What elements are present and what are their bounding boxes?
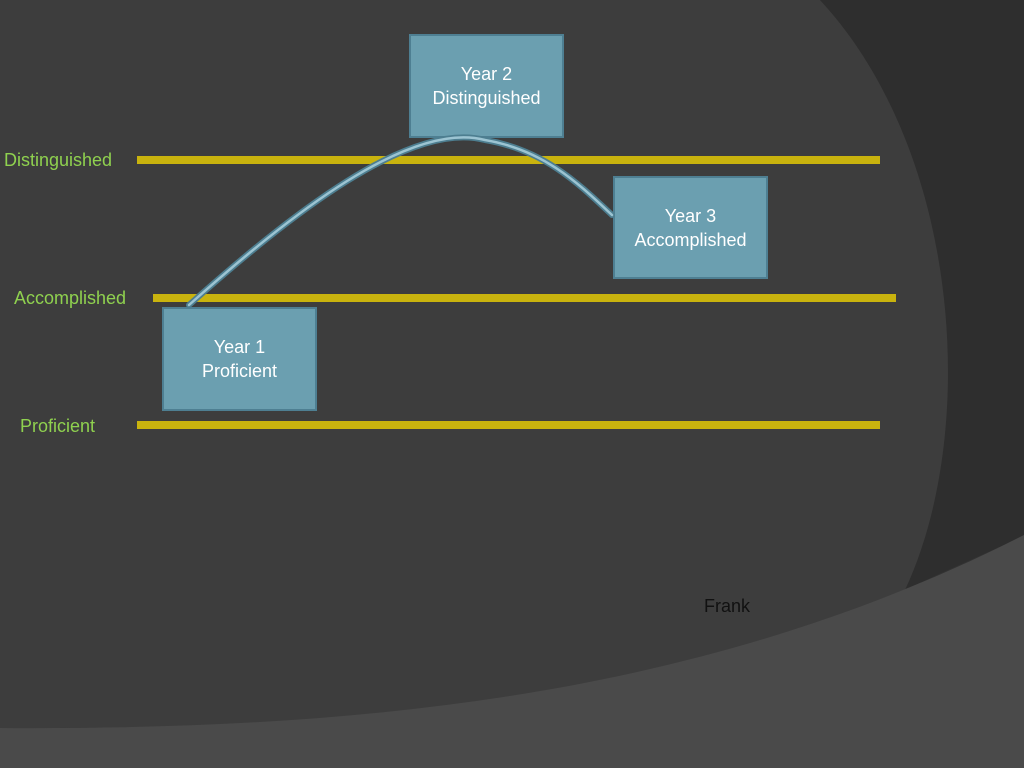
year-2-title: Year 2	[460, 64, 513, 84]
level-line-distinguished	[137, 156, 880, 164]
year-2-box: Year 2 Distinguished	[409, 34, 564, 138]
background-right-band	[820, 0, 1024, 590]
year-2-rating: Distinguished	[432, 88, 541, 108]
background-lower-band	[0, 535, 1024, 768]
level-label-accomplished: Accomplished	[14, 288, 127, 308]
author-name: Frank	[704, 596, 751, 616]
level-label-proficient: Proficient	[20, 416, 96, 436]
year-1-rating: Proficient	[201, 361, 278, 381]
year-3-rating: Accomplished	[634, 229, 747, 250]
level-line-proficient	[137, 421, 880, 429]
year-1-title: Year 1	[213, 337, 266, 357]
level-line-accomplished	[153, 294, 896, 302]
year-1-box: Year 1 Proficient	[162, 307, 317, 411]
year-3-title: Year 3	[664, 205, 717, 226]
year-3-box: Year 3 Accomplished	[613, 176, 768, 279]
level-label-distinguished: Distinguished	[4, 150, 113, 170]
